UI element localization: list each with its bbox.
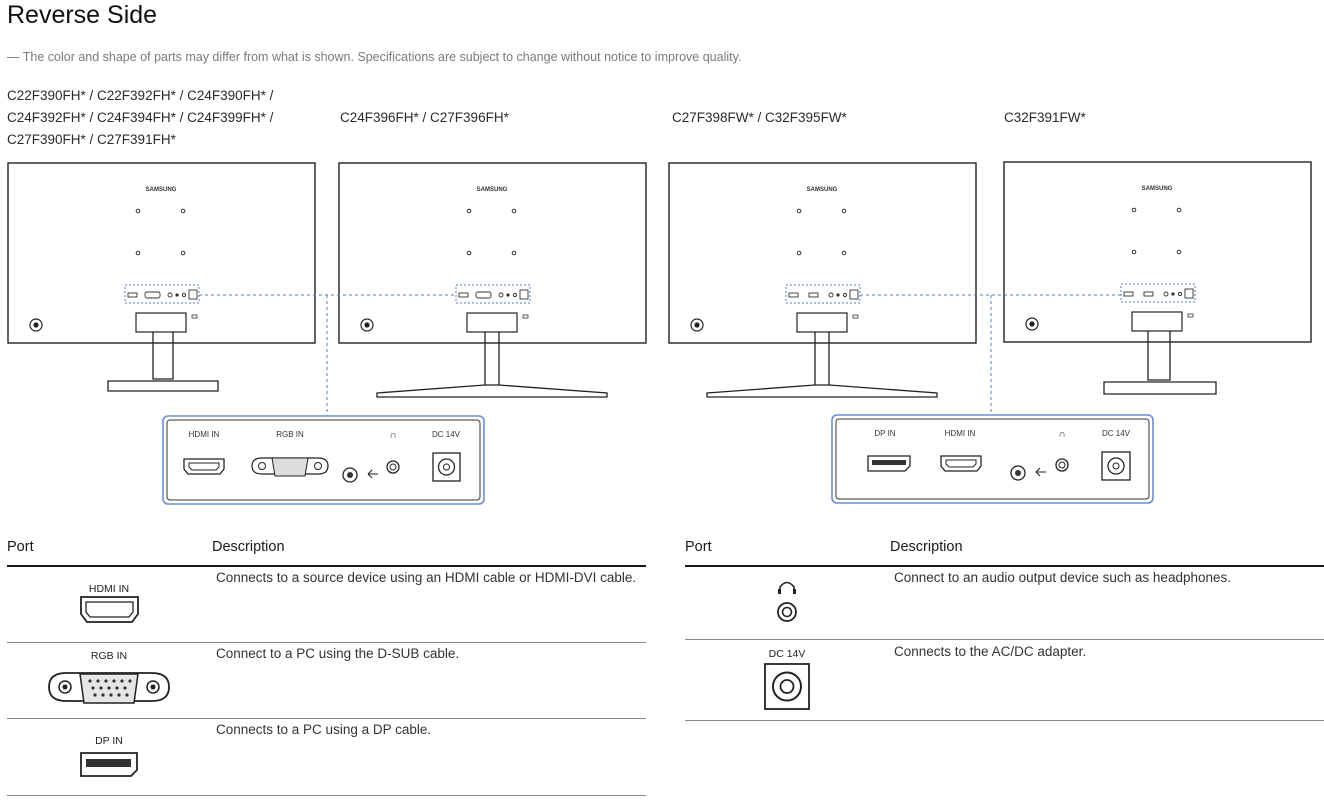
panel-dc-label: DC 14V <box>432 430 461 439</box>
port-label: DC 14V <box>768 648 806 660</box>
row-divider <box>685 720 1324 721</box>
row-divider <box>7 718 646 719</box>
model-line: C32F391FW* <box>1004 110 1086 125</box>
displayport-icon <box>80 752 138 777</box>
column-header-port: Port <box>7 539 34 555</box>
model-line: C22F390FH* / C22F392FH* / C24F390FH* / <box>7 88 274 103</box>
port-panel-right: DP IN HDMI IN DC 14V ∩ <box>831 414 1154 504</box>
audio-jack-icon <box>342 460 400 483</box>
reverse-side-diagram: SAMSUNG SAMSUNG SAMSUNG SAMSUNG HDMI IN … <box>7 161 1312 505</box>
table-header-rule <box>685 565 1324 567</box>
hdmi-port-icon <box>183 458 225 475</box>
port-description: Connects to a PC using a DP cable. <box>216 722 432 737</box>
headphone-jack-icon <box>777 581 797 622</box>
row-divider <box>7 642 646 643</box>
port-panel-left: HDMI IN RGB IN DC 14V ∩ <box>162 415 485 505</box>
column-header-port: Port <box>685 539 712 555</box>
port-label: DP IN <box>95 735 123 747</box>
column-header-description: Description <box>890 539 963 555</box>
vga-port-icon <box>251 457 329 477</box>
disclaimer-note: — The color and shape of parts may diffe… <box>7 50 742 64</box>
table-header-rule <box>7 565 646 567</box>
panel-rgb-label: RGB IN <box>276 430 304 439</box>
monitor-back-2: SAMSUNG <box>338 162 647 398</box>
hdmi-port-icon <box>940 455 982 472</box>
model-group-3: C27F398FW* / C32F395FW* <box>672 107 847 129</box>
port-description: Connects to the AC/DC adapter. <box>894 644 1087 659</box>
headphone-symbol-icon: ∩ <box>389 430 396 441</box>
monitor-back-4: SAMSUNG <box>1003 161 1312 395</box>
row-divider <box>685 639 1324 640</box>
model-line: C24F396FH* / C27F396FH* <box>340 110 509 125</box>
panel-dc-label: DC 14V <box>1102 429 1131 438</box>
headphone-symbol-icon: ∩ <box>1058 429 1065 440</box>
port-label: HDMI IN <box>88 583 130 595</box>
vga-port-icon <box>48 672 170 704</box>
port-description: Connects to a source device using an HDM… <box>216 570 637 585</box>
model-group-1: C22F390FH* / C22F392FH* / C24F390FH* / C… <box>7 85 273 151</box>
samsung-logo: SAMSUNG <box>807 187 838 193</box>
displayport-icon <box>867 455 911 472</box>
row-divider <box>7 795 646 796</box>
model-group-4: C32F391FW* <box>1004 107 1086 129</box>
dc-power-port-icon <box>764 663 810 710</box>
column-header-description: Description <box>212 539 285 555</box>
port-description: Connect to a PC using the D-SUB cable. <box>216 646 460 661</box>
panel-hdmi-label: HDMI IN <box>945 429 976 438</box>
port-label: RGB IN <box>90 650 128 662</box>
model-line: C24F392FH* / C24F394FH* / C24F399FH* / <box>7 110 274 125</box>
panel-dp-label: DP IN <box>874 429 895 438</box>
model-group-2: C24F396FH* / C27F396FH* <box>340 107 509 129</box>
samsung-logo: SAMSUNG <box>477 187 508 193</box>
dc-power-port-icon <box>1101 451 1131 481</box>
port-description: Connect to an audio output device such a… <box>894 570 1231 585</box>
model-line: C27F398FW* / C32F395FW* <box>672 110 847 125</box>
hdmi-port-icon <box>80 596 139 623</box>
samsung-logo: SAMSUNG <box>1142 186 1173 192</box>
samsung-logo: SAMSUNG <box>146 187 177 193</box>
audio-jack-icon <box>1010 458 1069 481</box>
monitor-back-1: SAMSUNG <box>7 162 316 392</box>
model-line: C27F390FH* / C27F391FH* <box>7 132 176 147</box>
monitor-back-3: SAMSUNG <box>668 162 977 398</box>
panel-hdmi-label: HDMI IN <box>189 430 220 439</box>
dc-power-port-icon <box>432 452 461 482</box>
page-title: Reverse Side <box>7 1 158 29</box>
